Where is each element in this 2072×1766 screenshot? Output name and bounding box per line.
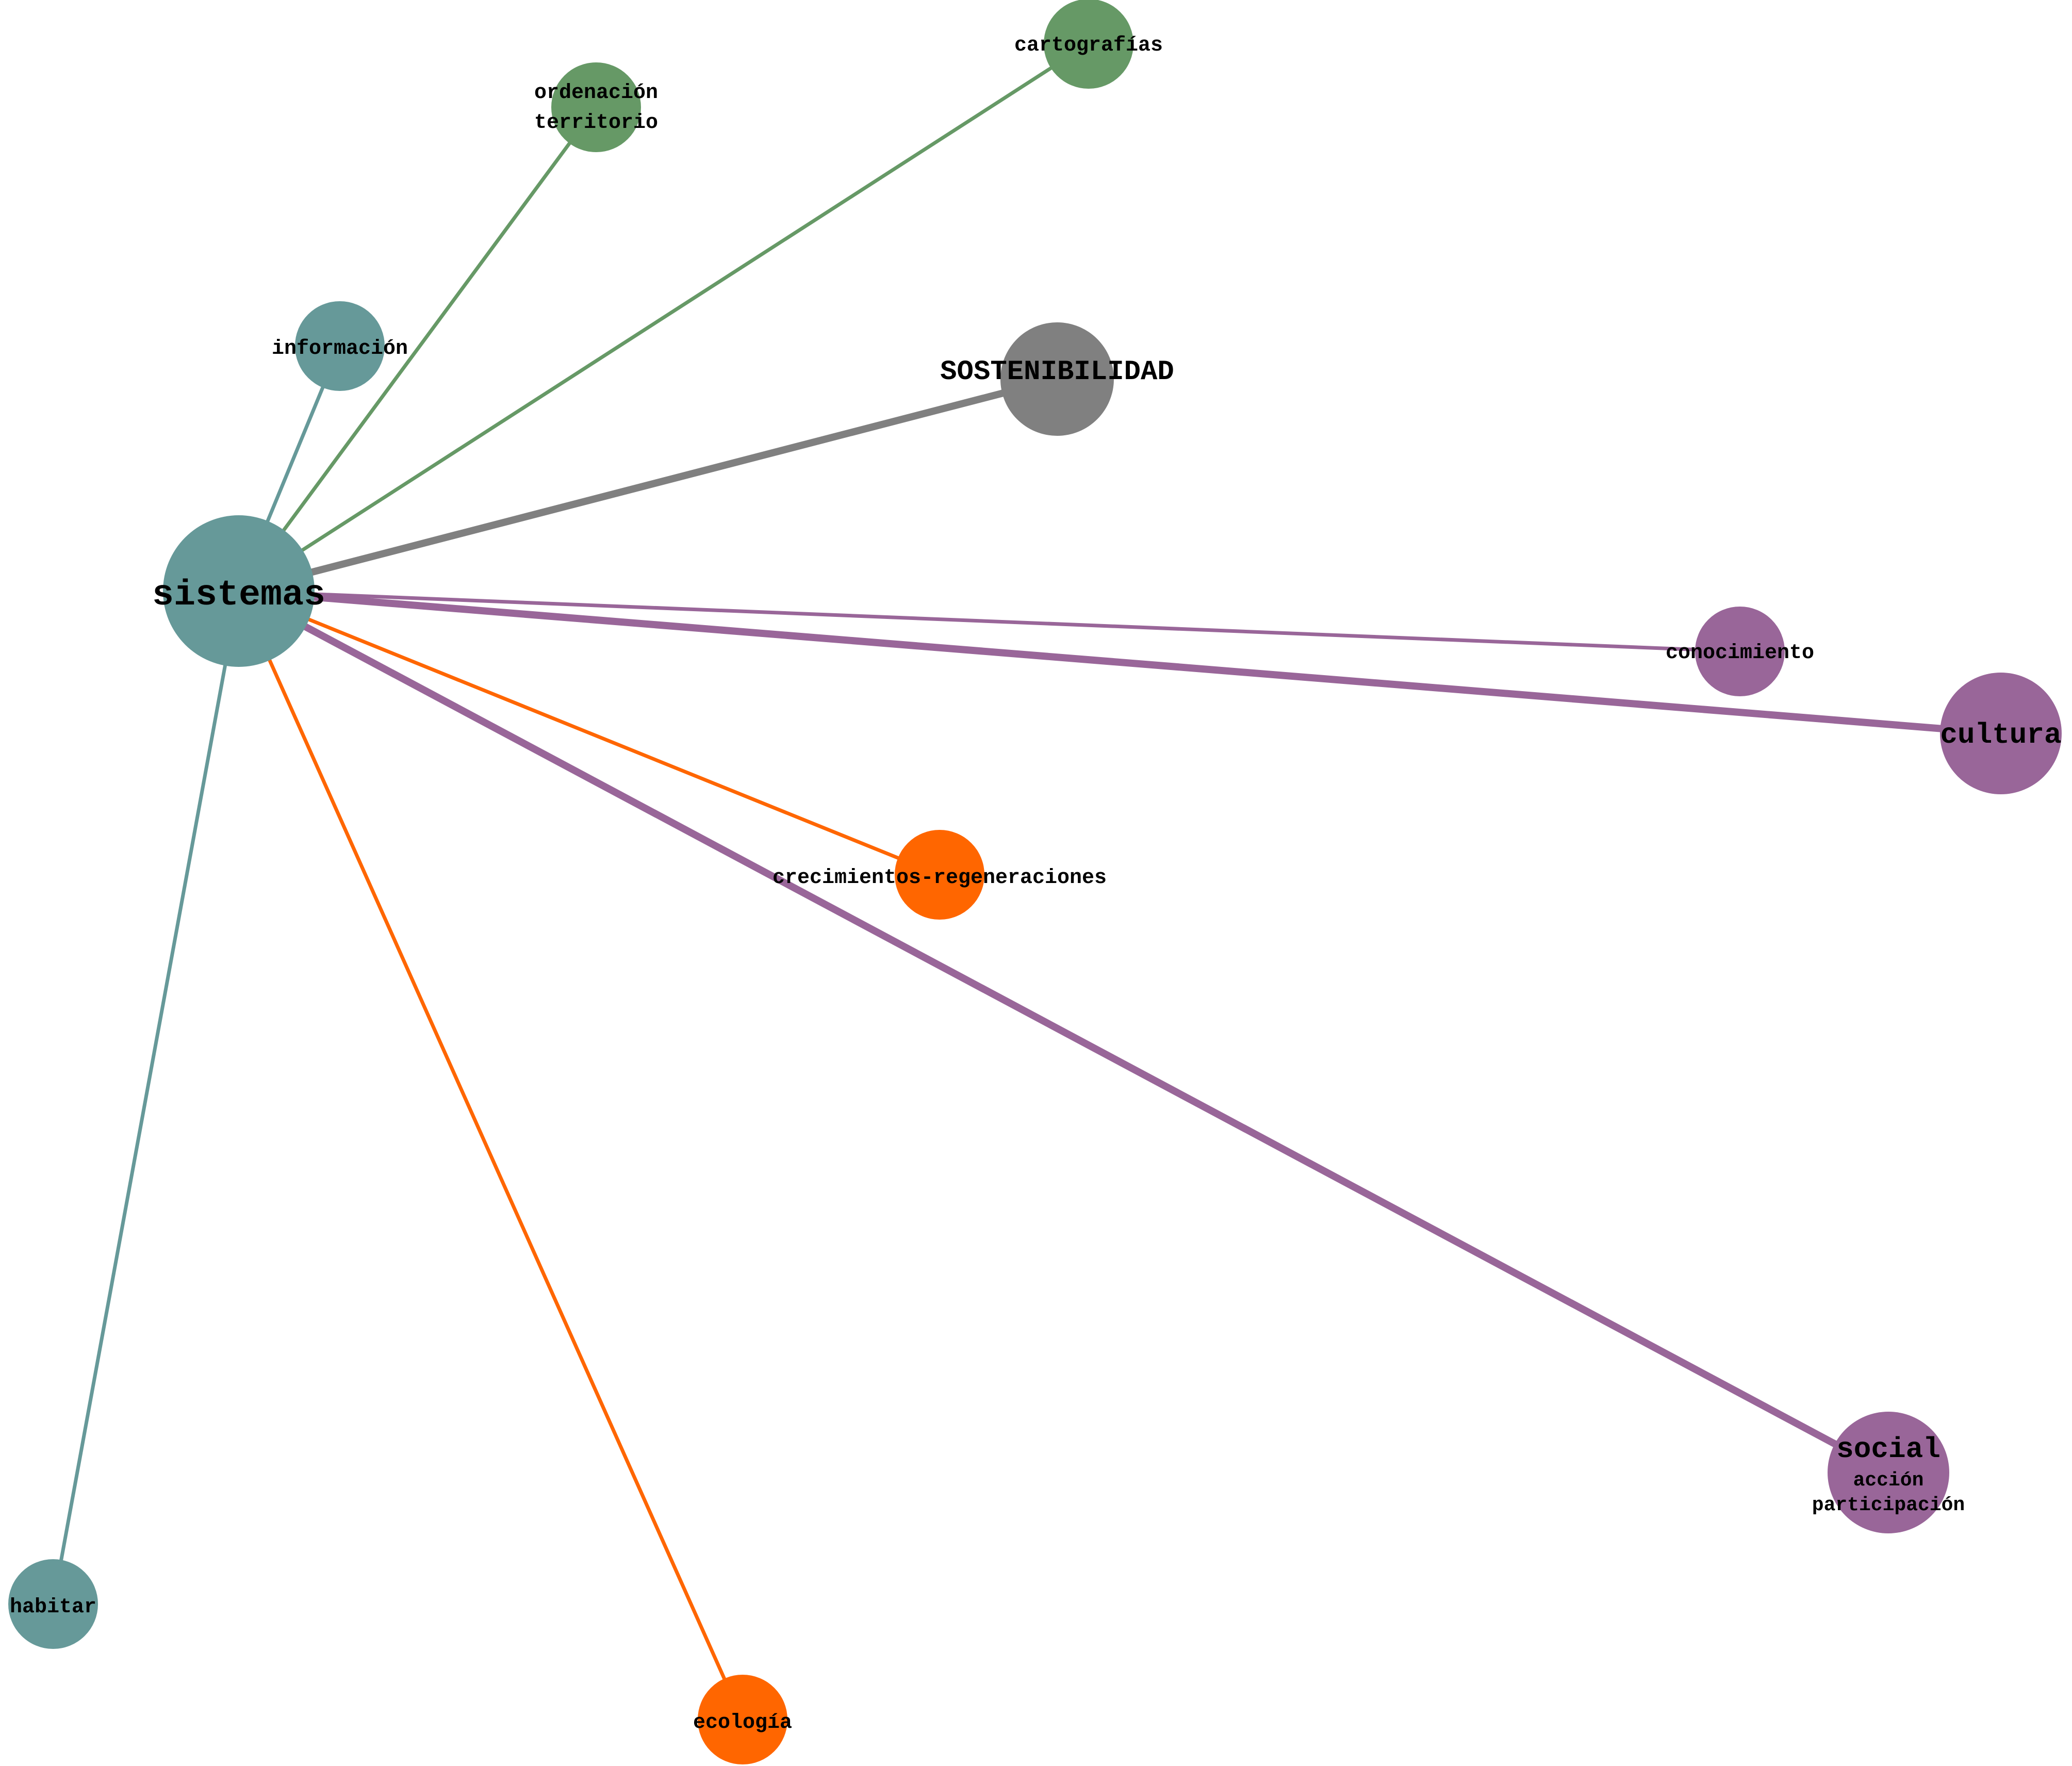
node-sostenibilidad[interactable] xyxy=(1000,322,1114,436)
node-crecimientos[interactable] xyxy=(895,830,984,920)
labels-layer: sistemas información ordenación territorio c… xyxy=(10,34,2062,1735)
edge-sistemas-cultura xyxy=(238,587,2001,737)
edge-sistemas-ordenacion xyxy=(237,106,598,593)
node-informacion[interactable] xyxy=(295,301,385,391)
node-habitar[interactable] xyxy=(8,1559,98,1649)
nodes-layer xyxy=(8,0,2062,1764)
node-label-sostenibilidad: SOSTENIBILIDAD xyxy=(940,356,1174,388)
node-ecologia[interactable] xyxy=(698,1675,787,1764)
node-sublabel-ordenacion: territorio xyxy=(534,111,658,135)
node-label-cartografias: cartografías xyxy=(1014,34,1163,57)
node-label-habitar: habitar xyxy=(10,1596,96,1619)
edges-layer xyxy=(51,42,2001,1721)
node-label-sistemas: sistemas xyxy=(152,575,325,616)
node-sistemas[interactable] xyxy=(163,515,315,667)
edge-sistemas-habitar xyxy=(51,591,241,1605)
node-sublabel-social: acción xyxy=(1853,1469,1924,1492)
node-label-ordenacion: ordenación xyxy=(534,81,658,105)
node-conocimiento[interactable] xyxy=(1695,607,1785,696)
edge-sistemas-sostenibilidad xyxy=(238,375,1058,595)
node-cartografias[interactable] xyxy=(1044,0,1133,89)
node-ordenacion[interactable] xyxy=(551,62,641,152)
edge-sistemas-social xyxy=(237,587,1890,1476)
node-label-cultura: cultura xyxy=(1940,718,2061,751)
edge-sistemas-ecologia xyxy=(237,590,745,1721)
node-social[interactable] xyxy=(1828,1412,1949,1533)
node-label-informacion: información xyxy=(272,337,408,361)
edge-sistemas-conocimiento xyxy=(238,589,1740,653)
node-cultura[interactable] xyxy=(1940,673,2062,794)
edge-sistemas-crecimientos xyxy=(238,589,941,877)
node-sublabel-social: participación xyxy=(1812,1494,1965,1516)
node-label-ecologia: ecología xyxy=(693,1711,792,1735)
edge-sistemas-cartografias xyxy=(238,42,1090,593)
node-label-conocimiento: conocimiento xyxy=(1666,642,1814,665)
node-label-social: social xyxy=(1836,1433,1941,1466)
node-label-crecimientos: crecimientos-regeneraciones xyxy=(772,866,1107,890)
